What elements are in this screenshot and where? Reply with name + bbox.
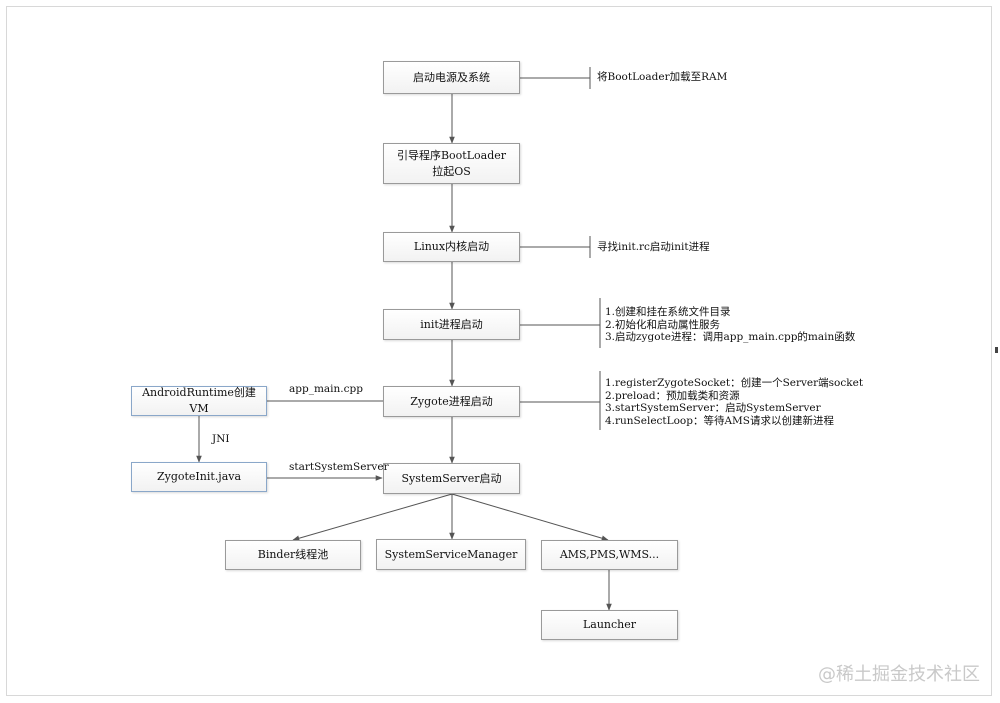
systemserver-label: SystemServer启动 (401, 471, 502, 485)
android-runtime-box: AndroidRuntime创建VM (131, 386, 267, 416)
note-bracket-init (520, 298, 601, 348)
note-bracket-linux (520, 236, 591, 258)
zygote-notes: 1.registerZygoteSocket：创建一个Server端socket… (605, 377, 863, 427)
systemserver-box: SystemServer启动 (383, 463, 520, 494)
zygote-label: Zygote进程启动 (410, 394, 493, 408)
power-on-label: 启动电源及系统 (413, 70, 490, 84)
init-process-box: init进程启动 (383, 309, 520, 340)
arrow-systemserver-to-binder (292, 493, 453, 541)
arrow-systemserver-to-ams (451, 493, 609, 541)
linux-note: 寻找init.rc启动init进程 (597, 241, 710, 253)
launcher-box: Launcher (541, 610, 678, 640)
init-note-1: 1.创建和挂在系统文件目录 (605, 306, 731, 318)
binder-pool-label: Binder线程池 (257, 548, 329, 561)
init-note-2: 2.初始化和启动属性服务 (605, 318, 721, 331)
ams-pms-wms-box: AMS,PMS,WMS... (541, 540, 678, 570)
power-on-box: 启动电源及系统 (383, 61, 520, 94)
system-service-manager-label: SystemServiceManager (384, 547, 518, 561)
linux-kernel-box: Linux内核启动 (383, 232, 520, 262)
edge-marker (995, 347, 998, 353)
init-process-label: init进程启动 (420, 317, 483, 331)
note-bracket-bootloader (520, 67, 591, 89)
zygote-note-1: 1.registerZygoteSocket：创建一个Server端socket (605, 377, 864, 389)
binder-pool-box: Binder线程池 (225, 540, 361, 570)
zygote-note-4: 4.runSelectLoop：等待AMS请求以创建新进程 (605, 414, 835, 427)
bootloader-label: 引导程序BootLoader 拉起OS (396, 148, 507, 178)
edge-label-start-system-server: startSystemServer (289, 461, 389, 473)
zygote-init-box: ZygoteInit.java (131, 462, 267, 492)
watermark: @稀土掘金技术社区 (818, 664, 980, 685)
edge-label-app-main: app_main.cpp (289, 383, 363, 395)
bootloader-note: 将BootLoader加载至RAM (597, 71, 728, 83)
bootloader-box: 引导程序BootLoader 拉起OS (383, 143, 520, 184)
launcher-label: Launcher (582, 618, 637, 631)
zygote-init-label: ZygoteInit.java (156, 470, 242, 483)
edge-label-jni: JNI (212, 433, 230, 445)
note-bracket-zygote (520, 371, 601, 430)
system-service-manager-box: SystemServiceManager (376, 539, 526, 570)
android-runtime-label: AndroidRuntime创建VM (142, 386, 256, 415)
zygote-note-3: 3.startSystemServer：启动SystemServer (605, 402, 821, 414)
diagram-frame (6, 6, 992, 696)
ams-pms-wms-label: AMS,PMS,WMS... (559, 548, 660, 561)
linux-kernel-label: Linux内核启动 (413, 240, 490, 253)
zygote-box: Zygote进程启动 (383, 386, 520, 417)
init-note-3: 3.启动zygote进程：调用app_main.cpp的main函数 (605, 331, 856, 343)
zygote-note-2: 2.preload：预加载类和资源 (605, 389, 740, 402)
init-notes: 1.创建和挂在系统文件目录 2.初始化和启动属性服务 3.启动zygote进程：… (605, 306, 855, 344)
